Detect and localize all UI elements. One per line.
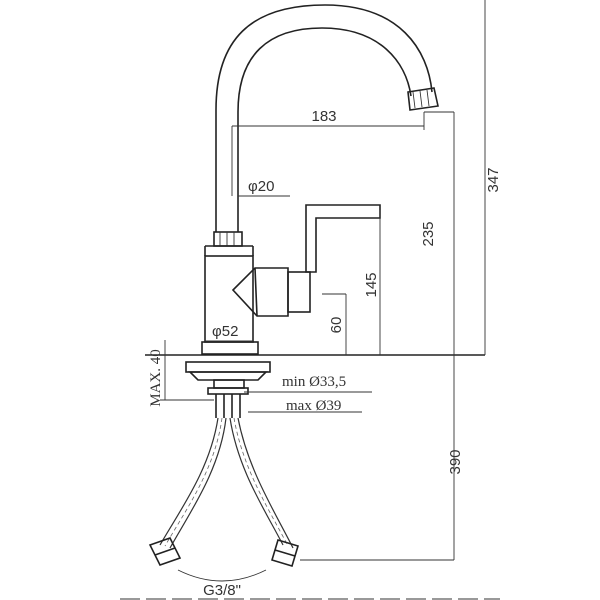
mounting-hardware	[185, 361, 271, 418]
dimension-hole-sizes: min Ø33,5 max Ø39	[244, 374, 372, 414]
dimension-lever-height: 145	[363, 210, 381, 355]
spout-height-label: 235	[420, 221, 437, 246]
lever-handle	[231, 204, 381, 317]
connection-thread-label: G3/8"	[203, 582, 241, 599]
dimension-spout-reach: 183	[231, 108, 425, 196]
dimension-total-height: 347	[484, 0, 502, 355]
base-flange	[201, 341, 259, 355]
max-hole-label: max Ø39	[286, 398, 341, 414]
hose-length-label: 390	[447, 449, 464, 474]
dimension-spout-diameter: φ20	[238, 178, 290, 197]
dimension-max-deck: MAX. 40	[148, 340, 214, 407]
dimension-body-height: 60	[322, 293, 347, 355]
dimension-spout-height: 235	[420, 111, 455, 355]
min-hole-label: min Ø33,5	[282, 374, 346, 390]
flexible-hoses	[148, 417, 299, 567]
total-height-label: 347	[485, 167, 502, 192]
max-deck-label: MAX. 40	[148, 349, 164, 407]
dimension-hose-length: 390	[300, 355, 464, 561]
dimension-connection-thread: G3/8"	[177, 569, 267, 599]
base-diameter-label: φ52	[212, 323, 238, 340]
body-height-label: 60	[328, 317, 345, 334]
spout	[213, 4, 439, 247]
spout-diameter-label: φ20	[248, 178, 274, 195]
dimension-base-diameter: φ52	[205, 323, 253, 342]
spout-reach-label: 183	[311, 108, 336, 125]
lever-height-label: 145	[363, 272, 380, 297]
